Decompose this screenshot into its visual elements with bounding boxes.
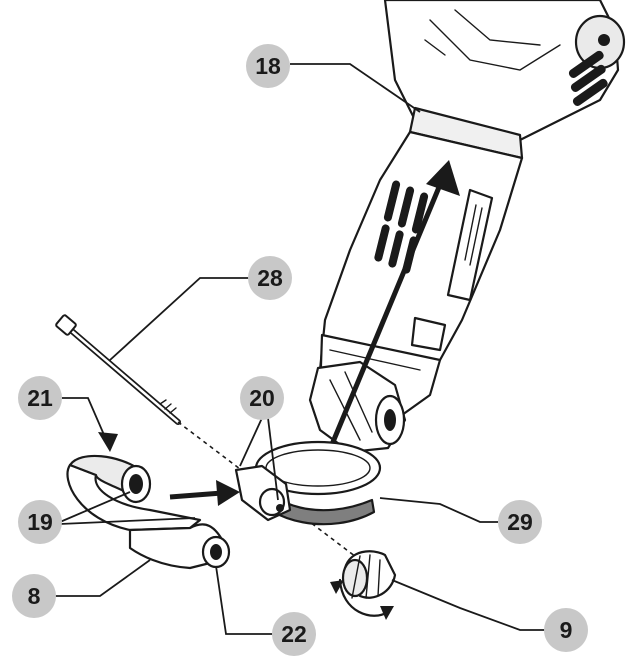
callout-22-label: 22 (281, 621, 307, 647)
callout-9-label: 9 (560, 617, 573, 643)
leader-lines (54, 63, 546, 635)
callout-18-label: 18 (255, 53, 281, 79)
install-direction-arrow (315, 160, 460, 479)
leader-18 (290, 63, 421, 113)
leader-28 (109, 277, 250, 361)
callout-22: 22 (272, 612, 316, 656)
callout-18: 18 (246, 44, 290, 88)
callout-29-label: 29 (507, 509, 533, 535)
callout-20-label: 20 (249, 385, 275, 411)
callout-28-label: 28 (257, 265, 283, 291)
callout-8-label: 8 (28, 583, 41, 609)
callout-19: 19 (18, 500, 62, 544)
grip-ribs (568, 50, 608, 106)
leader-19b (59, 517, 196, 525)
clamp-band (234, 440, 382, 526)
callout-28: 28 (248, 256, 292, 300)
callout-20: 20 (240, 376, 284, 420)
leader-8 (54, 559, 151, 597)
leader-29 (379, 497, 498, 523)
callout-19-label: 19 (27, 509, 53, 535)
side-panel (446, 188, 494, 302)
leader-20a (239, 417, 263, 467)
leader-21 (62, 397, 109, 445)
leader-9 (391, 579, 546, 631)
leader-22 (215, 565, 272, 635)
push-arrow (169, 480, 240, 506)
handle-loop (66, 454, 231, 570)
clamp-knob (330, 550, 397, 620)
leader-20b (267, 417, 279, 501)
callout-29: 29 (498, 500, 542, 544)
callout-9: 9 (544, 608, 588, 652)
callout-21: 21 (18, 376, 62, 420)
leader-19a (59, 491, 131, 523)
spindle-head (308, 360, 407, 454)
callout-21-label: 21 (27, 385, 53, 411)
callout-8: 8 (12, 574, 56, 618)
